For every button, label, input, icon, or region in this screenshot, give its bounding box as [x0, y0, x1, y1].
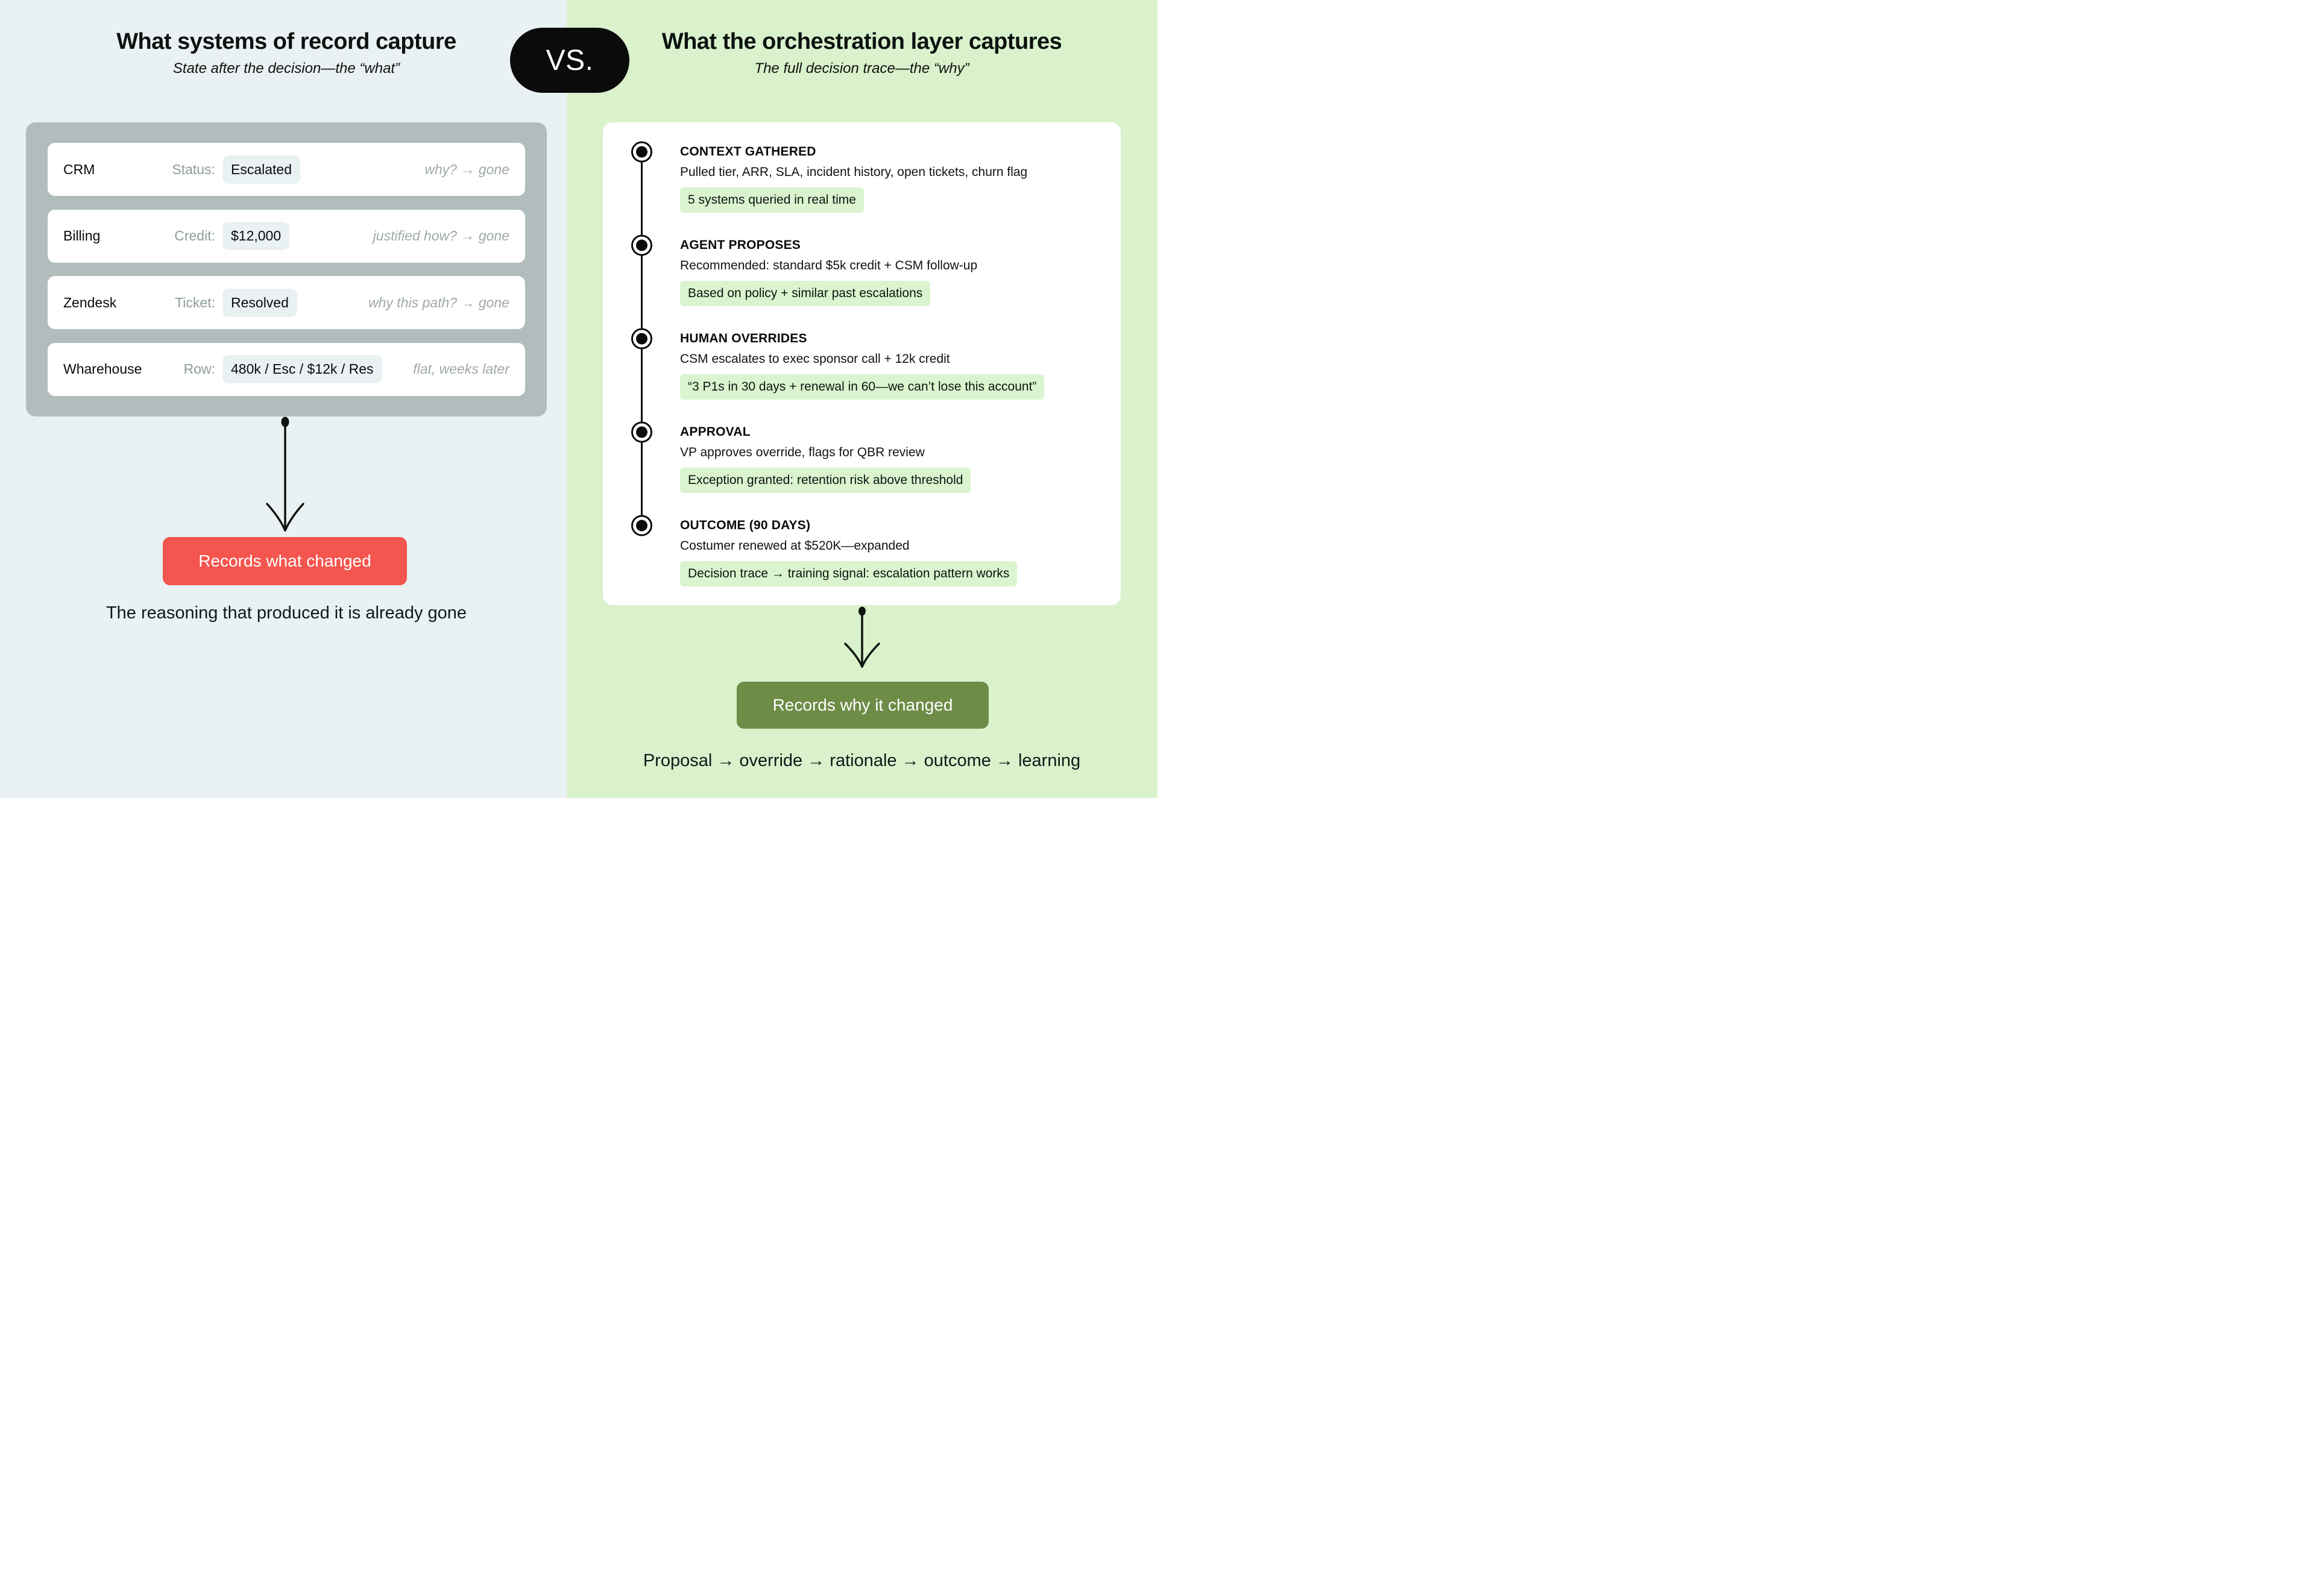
timeline-step-proposes: AGENT PROPOSES Recommended: standard $5k… — [603, 234, 1109, 331]
record-row-warehouse: Wharehouse Row: 480k / Esc / $12k / Res … — [48, 342, 525, 396]
step-body: VP approves override, flags for QBR revi… — [680, 445, 925, 459]
step-body: Costumer renewed at $520K—expanded — [680, 539, 910, 553]
timeline-step-approval: APPROVAL VP approves override, flags for… — [603, 421, 1109, 518]
lost-reason-note: justified how? → gone — [373, 228, 509, 244]
right-title: What the orchestration layer captures — [661, 29, 1062, 54]
timeline-node-icon — [631, 141, 652, 163]
field-value-chip: Escalated — [222, 155, 301, 184]
systems-of-record-card: CRM Status: Escalated why? → gone Billin… — [26, 122, 547, 416]
step-title: OUTCOME (90 DAYS) — [680, 518, 811, 532]
down-arrow-icon — [844, 606, 880, 668]
right-subtitle: The full decision trace—the “why” — [754, 60, 969, 77]
lost-reason-note: why this path? → gone — [368, 294, 509, 310]
record-row-zendesk: Zendesk Ticket: Resolved why this path? … — [48, 276, 525, 330]
timeline-step-outcome: OUTCOME (90 DAYS) Costumer renewed at $5… — [603, 515, 1109, 611]
record-row-billing: Billing Credit: $12,000 justified how? →… — [48, 209, 525, 263]
step-title: AGENT PROPOSES — [680, 238, 801, 252]
step-title: HUMAN OVERRIDES — [680, 331, 807, 345]
left-subtitle: State after the decision—the “what” — [172, 60, 400, 77]
step-badge: Based on policy + similar past escalatio… — [680, 281, 931, 306]
decision-timeline: CONTEXT GATHERED Pulled tier, ARR, SLA, … — [603, 141, 1109, 611]
field-label: Credit: — [174, 228, 215, 244]
vs-badge: VS. — [510, 28, 629, 93]
field-value-chip: $12,000 — [222, 222, 290, 251]
field-label: Ticket: — [175, 294, 215, 310]
record-row-crm: CRM Status: Escalated why? → gone — [48, 143, 525, 196]
field-value-chip: 480k / Esc / $12k / Res — [222, 355, 382, 384]
comparison-diagram: What systems of record capture State aft… — [0, 0, 1158, 798]
records-what-changed-button[interactable]: Records what changed — [163, 537, 407, 585]
records-what-changed-label: Records what changed — [198, 551, 371, 570]
step-badge: 5 systems queried in real time — [680, 187, 864, 213]
step-title: CONTEXT GATHERED — [680, 145, 816, 159]
step-body: Recommended: standard $5k credit + CSM f… — [680, 259, 978, 272]
step-body: Pulled tier, ARR, SLA, incident history,… — [680, 165, 1028, 179]
timeline-step-context: CONTEXT GATHERED Pulled tier, ARR, SLA, … — [603, 141, 1109, 237]
field-value-chip: Resolved — [222, 288, 297, 317]
left-caption: The reasoning that produced it is alread… — [106, 603, 467, 623]
field-label: Row: — [183, 361, 215, 377]
records-why-it-changed-label: Records why it changed — [772, 696, 953, 714]
system-name: Zendesk — [63, 294, 117, 310]
timeline-node-icon — [631, 515, 652, 536]
step-badge: “3 P1s in 30 days + renewal in 60—we can… — [680, 374, 1045, 400]
step-body: CSM escalates to exec sponsor call + 12k… — [680, 352, 950, 366]
timeline-node-icon — [631, 328, 652, 350]
step-badge: Exception granted: retention risk above … — [680, 468, 971, 493]
timeline-node-icon — [631, 234, 652, 256]
left-header: What systems of record capture State aft… — [26, 29, 547, 77]
step-title: APPROVAL — [680, 425, 751, 439]
vs-label: VS. — [546, 44, 594, 77]
lost-reason-note: why? → gone — [424, 161, 509, 177]
system-name: Billing — [63, 228, 101, 244]
timeline-node-icon — [631, 421, 652, 443]
lost-reason-note: flat, weeks later — [413, 361, 509, 377]
decision-trace-card: CONTEXT GATHERED Pulled tier, ARR, SLA, … — [603, 122, 1121, 605]
system-name: CRM — [63, 161, 95, 177]
right-header: What the orchestration layer captures Th… — [603, 29, 1121, 77]
left-title: What systems of record capture — [116, 29, 456, 54]
records-why-it-changed-button[interactable]: Records why it changed — [737, 682, 989, 729]
timeline-step-overrides: HUMAN OVERRIDES CSM escalates to exec sp… — [603, 328, 1109, 424]
down-arrow-icon — [266, 416, 304, 532]
step-badge: Decision trace → training signal: escala… — [680, 561, 1018, 586]
right-caption: Proposal → override → rationale → outcom… — [643, 751, 1081, 770]
system-name: Wharehouse — [63, 361, 142, 377]
field-label: Status: — [172, 161, 215, 177]
